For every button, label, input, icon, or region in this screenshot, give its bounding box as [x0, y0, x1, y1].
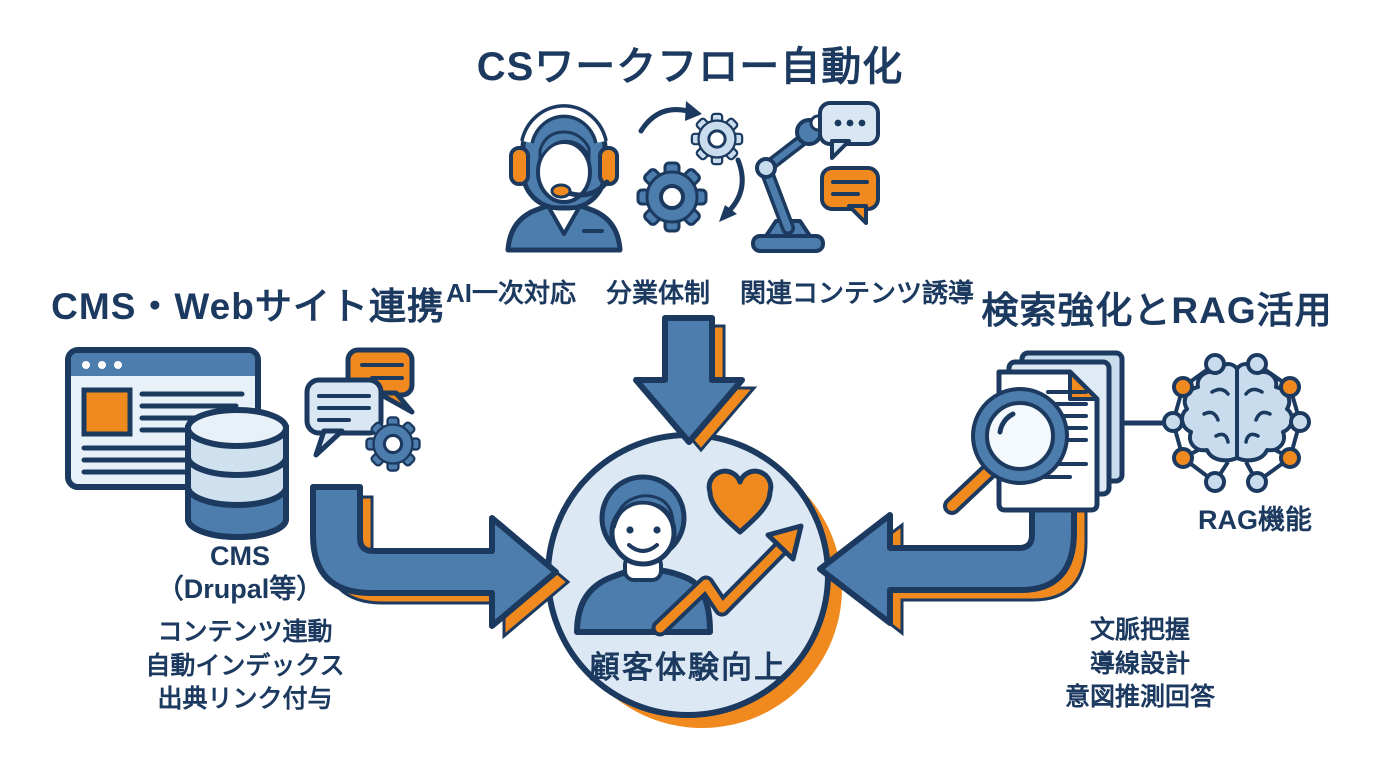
top-section-title: CSワークフロー自動化: [476, 45, 904, 89]
left-bullet-auto-index: 自動インデックス: [145, 651, 345, 680]
arrow-elbow-left-to-center-icon: [310, 484, 571, 640]
growth-arrow-icon: [651, 523, 804, 637]
support-agent-icon: [505, 104, 623, 253]
right-bullet-context-grasp: 文脈把握: [1089, 616, 1190, 644]
cms-label-line1: CMS: [210, 541, 270, 571]
top-caption-division-of-labor: 分業体制: [606, 278, 711, 308]
top-caption-row: AI一次対応 分業体制 関連コンテンツ誘導: [446, 273, 974, 310]
center-circle-label: 顧客体験向上: [589, 650, 787, 685]
arrow-elbow-right-to-center-icon: [817, 473, 1088, 637]
cms-label: CMS （Drupal等）: [125, 540, 355, 606]
left-bullet-content-sync: コンテンツ連動: [157, 618, 333, 646]
top-caption-related-content-guidance: 関連コンテンツ誘導: [740, 278, 975, 308]
left-bullet-source-links: 出典リンク付与: [157, 685, 333, 713]
arrow-down-icon: [633, 315, 758, 453]
database-icon: [185, 407, 289, 540]
robot-arm-icon: [751, 114, 827, 253]
left-bullet-list: コンテンツ連動 自動インデックス 出典リンク付与: [105, 616, 385, 717]
right-bullet-flow-design: 導線設計: [1089, 649, 1190, 678]
right-bullet-list: 文脈把握 導線設計 意図推測回答: [1000, 614, 1280, 715]
chat-gear-icon: [304, 347, 422, 473]
chat-bubbles-icon: [818, 101, 880, 225]
brain-network-icon: [1122, 353, 1311, 493]
heart-icon: [706, 468, 774, 535]
left-section-title: CMS・Webサイト連携: [51, 286, 445, 327]
top-caption-ai-first-response: AI一次対応: [445, 278, 576, 308]
rag-function-label: RAG機能: [1198, 505, 1312, 535]
magnifier-documents-icon: [943, 350, 1125, 515]
right-bullet-intent-inference: 意図推測回答: [1064, 683, 1215, 711]
cms-label-line2: （Drupal等）: [156, 573, 324, 604]
right-section-title: 検索強化とRAG活用: [981, 290, 1333, 331]
gears-sync-icon: [636, 101, 745, 233]
